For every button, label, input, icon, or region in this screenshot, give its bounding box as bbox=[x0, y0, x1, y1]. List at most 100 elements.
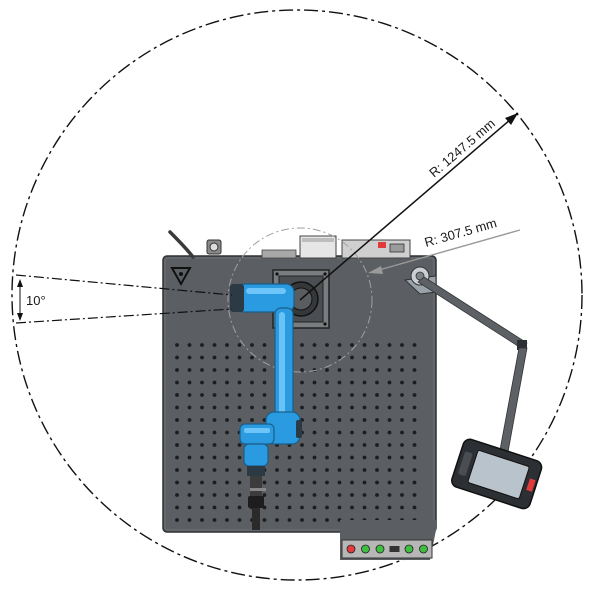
table-hole bbox=[337, 355, 342, 360]
table-hole bbox=[187, 418, 192, 422]
table-hole bbox=[300, 380, 304, 385]
table-hole bbox=[250, 368, 254, 372]
table-hole bbox=[362, 380, 367, 385]
table-hole bbox=[262, 405, 267, 410]
table-hole bbox=[175, 468, 179, 472]
table-hole bbox=[250, 343, 254, 347]
table-hole bbox=[312, 493, 317, 497]
table-hole bbox=[375, 505, 379, 510]
table-hole bbox=[200, 368, 204, 372]
table-hole bbox=[325, 343, 329, 347]
table-hole bbox=[212, 430, 217, 435]
table-hole bbox=[312, 393, 317, 397]
table-hole bbox=[375, 405, 379, 410]
table-hole bbox=[412, 405, 417, 410]
table-hole bbox=[362, 418, 367, 422]
table-hole bbox=[412, 455, 417, 460]
table-hole bbox=[312, 430, 317, 435]
table-hole bbox=[350, 380, 354, 385]
table-hole bbox=[187, 455, 192, 460]
table-hole bbox=[275, 455, 279, 460]
table-hole bbox=[225, 505, 229, 510]
table-hole bbox=[287, 518, 292, 522]
table-hole bbox=[412, 443, 417, 447]
table-hole bbox=[400, 493, 404, 497]
table-hole bbox=[200, 493, 204, 497]
table-hole bbox=[400, 480, 404, 485]
table-hole bbox=[412, 393, 417, 397]
table-hole bbox=[362, 355, 367, 360]
panel-indicators bbox=[346, 544, 428, 554]
table-hole bbox=[187, 518, 192, 522]
table-hole bbox=[375, 493, 379, 497]
table-hole bbox=[300, 405, 304, 410]
table-hole bbox=[375, 355, 379, 360]
indicator-light-green bbox=[419, 544, 428, 554]
table-hole bbox=[262, 380, 267, 385]
table-hole bbox=[362, 468, 367, 472]
table-hole bbox=[237, 355, 242, 360]
table-hole bbox=[412, 380, 417, 385]
table-hole bbox=[225, 393, 229, 397]
table-hole bbox=[187, 430, 192, 435]
table-hole bbox=[312, 468, 317, 472]
angle-label: 10° bbox=[26, 293, 46, 308]
angle-dimension: 10° bbox=[15, 274, 233, 324]
table-hole bbox=[312, 343, 317, 347]
table-hole bbox=[337, 430, 342, 435]
table-hole bbox=[212, 468, 217, 472]
table-hole bbox=[325, 518, 329, 522]
table-hole bbox=[187, 468, 192, 472]
teach-pendant-assembly bbox=[403, 266, 543, 510]
table-hole bbox=[325, 468, 329, 472]
table-hole bbox=[362, 480, 367, 485]
table-hole bbox=[300, 343, 304, 347]
table-hole bbox=[287, 468, 292, 472]
table-hole bbox=[337, 380, 342, 385]
table-hole bbox=[287, 493, 292, 497]
table-hole bbox=[200, 405, 204, 410]
table-hole bbox=[400, 468, 404, 472]
table-hole bbox=[262, 518, 267, 522]
table-hole bbox=[175, 493, 179, 497]
table-hole bbox=[387, 355, 392, 360]
table-hole bbox=[325, 505, 329, 510]
table-hole bbox=[337, 468, 342, 472]
table-hole bbox=[312, 455, 317, 460]
table-hole bbox=[337, 480, 342, 485]
table-hole bbox=[175, 430, 179, 435]
table-hole bbox=[325, 405, 329, 410]
table-hole bbox=[250, 380, 254, 385]
indicator-light-green bbox=[375, 544, 385, 554]
table-hole bbox=[225, 493, 229, 497]
table-hole bbox=[400, 430, 404, 435]
table-hole bbox=[237, 393, 242, 397]
table-hole bbox=[325, 418, 329, 422]
table-hole bbox=[350, 393, 354, 397]
table-hole bbox=[225, 405, 229, 410]
table-hole bbox=[225, 443, 229, 447]
table-hole bbox=[300, 468, 304, 472]
table-hole bbox=[250, 418, 254, 422]
table-hole bbox=[225, 418, 229, 422]
table-hole bbox=[325, 368, 329, 372]
table-hole bbox=[312, 518, 317, 522]
table-hole bbox=[237, 480, 242, 485]
table-hole bbox=[175, 405, 179, 410]
table-hole bbox=[362, 343, 367, 347]
table-hole bbox=[262, 343, 267, 347]
table-hole bbox=[300, 393, 304, 397]
table-hole bbox=[175, 380, 179, 385]
table-hole bbox=[362, 455, 367, 460]
table-hole bbox=[250, 355, 254, 360]
table-hole bbox=[312, 443, 317, 447]
table-hole bbox=[225, 343, 229, 347]
table-hole bbox=[412, 418, 417, 422]
reach-radius-label: R: 1247.5 mm bbox=[426, 116, 498, 181]
table-hole bbox=[337, 405, 342, 410]
table-hole bbox=[275, 493, 279, 497]
table-hole bbox=[400, 405, 404, 410]
table-hole bbox=[300, 443, 304, 447]
key-switch-icon bbox=[389, 546, 400, 552]
table-hole bbox=[350, 493, 354, 497]
